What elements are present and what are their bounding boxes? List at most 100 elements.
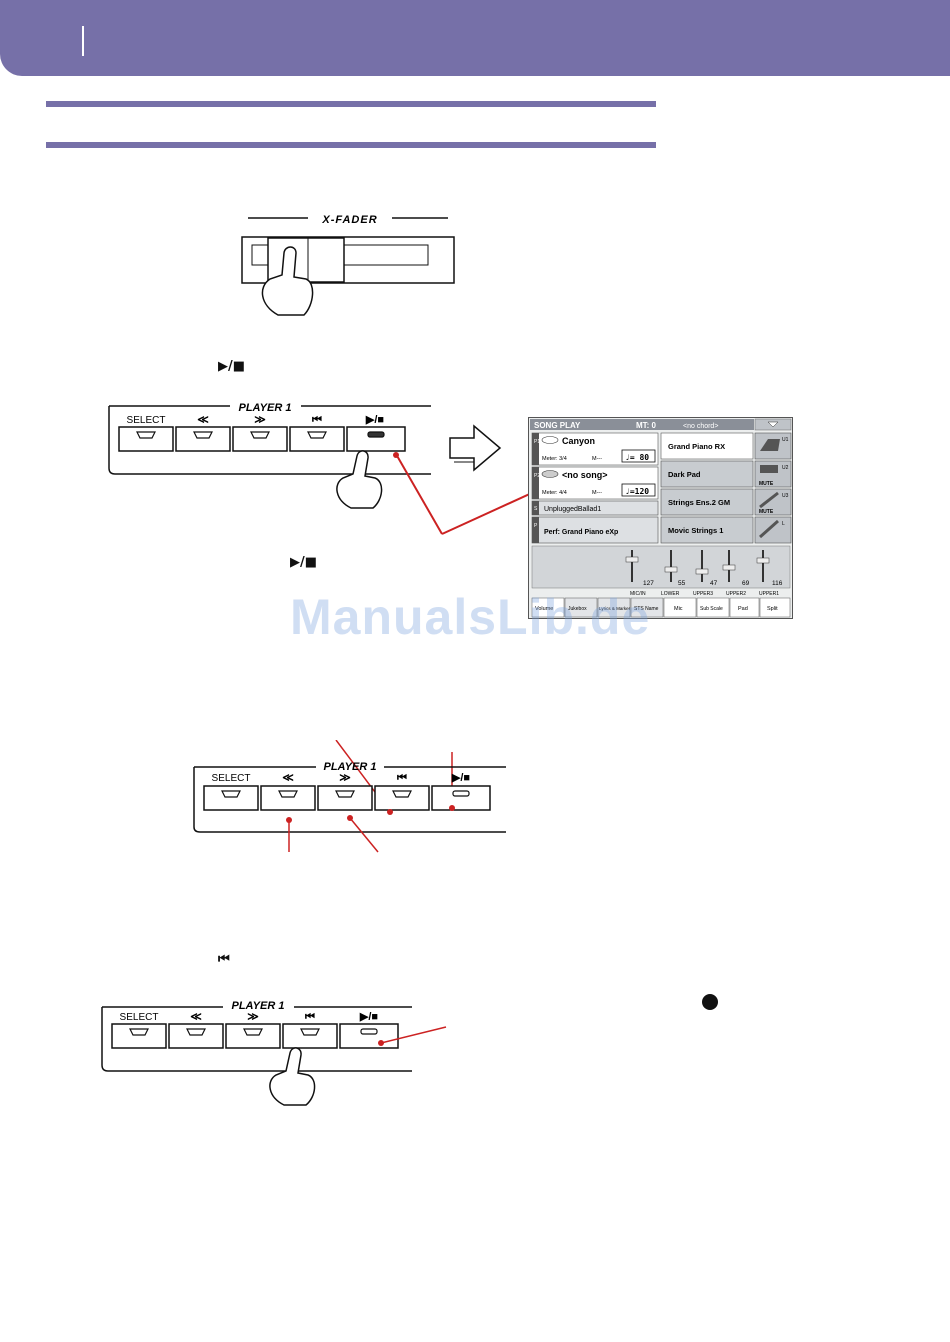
play-stop-label: ▶/■ xyxy=(451,772,470,784)
select-button[interactable] xyxy=(111,1023,167,1049)
player-title: PLAYER 1 xyxy=(324,761,377,773)
player1-song: Canyon xyxy=(562,436,595,446)
fastforward-button[interactable] xyxy=(225,1023,281,1049)
display-mode: SONG PLAY xyxy=(534,421,581,430)
play-stop-label: ▶/■ xyxy=(359,1011,378,1023)
select-label: SELECT xyxy=(127,415,166,426)
mixer-value: 55 xyxy=(678,580,686,587)
fastforward-label: ≫ xyxy=(254,414,266,426)
tab-lyrics[interactable] xyxy=(597,597,631,618)
rewind-label: ≪ xyxy=(190,1011,202,1023)
player-title: PLAYER 1 xyxy=(239,402,292,414)
fastforward-button[interactable] xyxy=(317,785,373,811)
fastforward-label: ≫ xyxy=(339,772,351,784)
mixer-channel: LOWER xyxy=(661,591,680,597)
mixer-value: 116 xyxy=(772,580,783,587)
piano-icon xyxy=(760,439,780,451)
mixer-channel: UPPER2 xyxy=(726,591,746,597)
mixer-channel: MIC/IN xyxy=(630,591,646,597)
play-stop-button[interactable] xyxy=(431,785,491,811)
player2-measure: M--- xyxy=(592,490,602,496)
player1-meter: Meter: 3/4 xyxy=(542,456,567,462)
tab-jukebox[interactable] xyxy=(564,597,598,618)
performance-name: Perf: Grand Piano eXp xyxy=(544,529,618,536)
tab-volume[interactable] xyxy=(531,597,565,618)
home-button[interactable] xyxy=(374,785,430,811)
tab-label: Sub Scale xyxy=(700,606,723,612)
display-chord: <no chord> xyxy=(683,423,718,430)
sound-name: Grand Piano RX xyxy=(668,442,725,451)
home-label: ⏮ xyxy=(305,1011,315,1023)
songbook-entry: UnpluggedBallad1 xyxy=(544,506,601,513)
select-button[interactable] xyxy=(203,785,259,811)
tab-split[interactable] xyxy=(759,597,791,618)
player2-song: <no song> xyxy=(562,470,608,480)
cd-icon xyxy=(541,470,559,478)
select-button[interactable] xyxy=(118,426,174,452)
mixer-channel: UPPER3 xyxy=(693,591,713,597)
player-panel-2: PLAYER 1 SELECT ≪ ≫ ⏮ ▶/■ xyxy=(193,740,506,853)
rewind-button[interactable] xyxy=(260,785,316,811)
home-button[interactable] xyxy=(282,1023,338,1049)
hand-icon xyxy=(269,1047,316,1106)
mute-label: MUTE xyxy=(759,509,774,515)
mixer-value: 127 xyxy=(643,580,654,587)
play-stop-icon: ▶/■ xyxy=(218,359,246,374)
player-panel-1: PLAYER 1 SELECT ≪ ≫ ⏮ ▶/■ xyxy=(108,402,431,509)
tab-pad[interactable] xyxy=(729,597,760,618)
player2-meter: Meter: 4/4 xyxy=(542,490,567,496)
violin-icon xyxy=(759,491,779,509)
section-rule-top xyxy=(46,101,656,107)
tab-label: Lyrics & Marker xyxy=(599,606,631,611)
mixer-channel: UPPER1 xyxy=(759,591,779,597)
player-title: PLAYER 1 xyxy=(232,1000,285,1012)
xfader-illustration: X-FADER xyxy=(241,214,455,316)
rewind-label: ≪ xyxy=(197,414,209,426)
tab-label: Split xyxy=(767,606,778,612)
home-button[interactable] xyxy=(289,426,345,452)
xfader-label: X-FADER xyxy=(321,214,377,226)
right-tab: U1 xyxy=(782,437,789,443)
side-tab: P xyxy=(534,523,538,529)
player2-tempo: ♩=120 xyxy=(625,487,649,496)
side-tab: P1 xyxy=(534,439,540,445)
fastforward-label: ≫ xyxy=(247,1011,259,1023)
player-panel-3: PLAYER 1 SELECT ≪ ≫ ⏮ ▶/■ xyxy=(101,1000,447,1106)
rewind-button[interactable] xyxy=(168,1023,224,1049)
right-tab: L xyxy=(782,521,785,527)
tab-label: Mic xyxy=(674,606,683,612)
sound-name: Dark Pad xyxy=(668,470,701,479)
tab-mic[interactable] xyxy=(663,597,697,618)
display-mt: MT: 0 xyxy=(636,421,657,430)
header-divider xyxy=(82,26,84,56)
play-stop-button[interactable] xyxy=(339,1023,399,1049)
hand-icon xyxy=(261,246,314,316)
player1-measure: M--- xyxy=(592,456,602,462)
tab-label: Volume xyxy=(535,606,553,612)
right-arrow-icon xyxy=(449,424,502,472)
organ-icon xyxy=(760,465,778,473)
rewind-label: ≪ xyxy=(282,772,294,784)
fastforward-button[interactable] xyxy=(232,426,288,452)
play-stop-icon: ▶/■ xyxy=(290,555,318,570)
side-tab: P2 xyxy=(534,473,540,479)
home-label: ⏮ xyxy=(312,414,322,426)
side-tab: S xyxy=(534,506,538,512)
display-screenshot: SONG PLAY MT: 0 <no chord> P1 P2 S P Can… xyxy=(528,417,793,619)
home-icon: ⏮ xyxy=(218,952,230,967)
select-label: SELECT xyxy=(120,1012,159,1023)
bullet-icon xyxy=(702,994,718,1010)
player1-tempo: ♩= 80 xyxy=(625,453,649,462)
section-rule-bottom xyxy=(46,142,656,148)
play-stop-button[interactable] xyxy=(346,426,406,452)
right-tab: U2 xyxy=(782,465,789,471)
rewind-button[interactable] xyxy=(175,426,231,452)
tab-sts-name[interactable] xyxy=(630,597,664,618)
mixer-value: 47 xyxy=(710,580,718,587)
hand-icon xyxy=(336,450,383,509)
cd-icon xyxy=(541,436,559,444)
mixer-value: 69 xyxy=(742,580,750,587)
sound-name: Movic Strings 1 xyxy=(668,526,723,535)
mute-label: MUTE xyxy=(759,481,774,487)
tab-sub-scale[interactable] xyxy=(696,597,730,618)
